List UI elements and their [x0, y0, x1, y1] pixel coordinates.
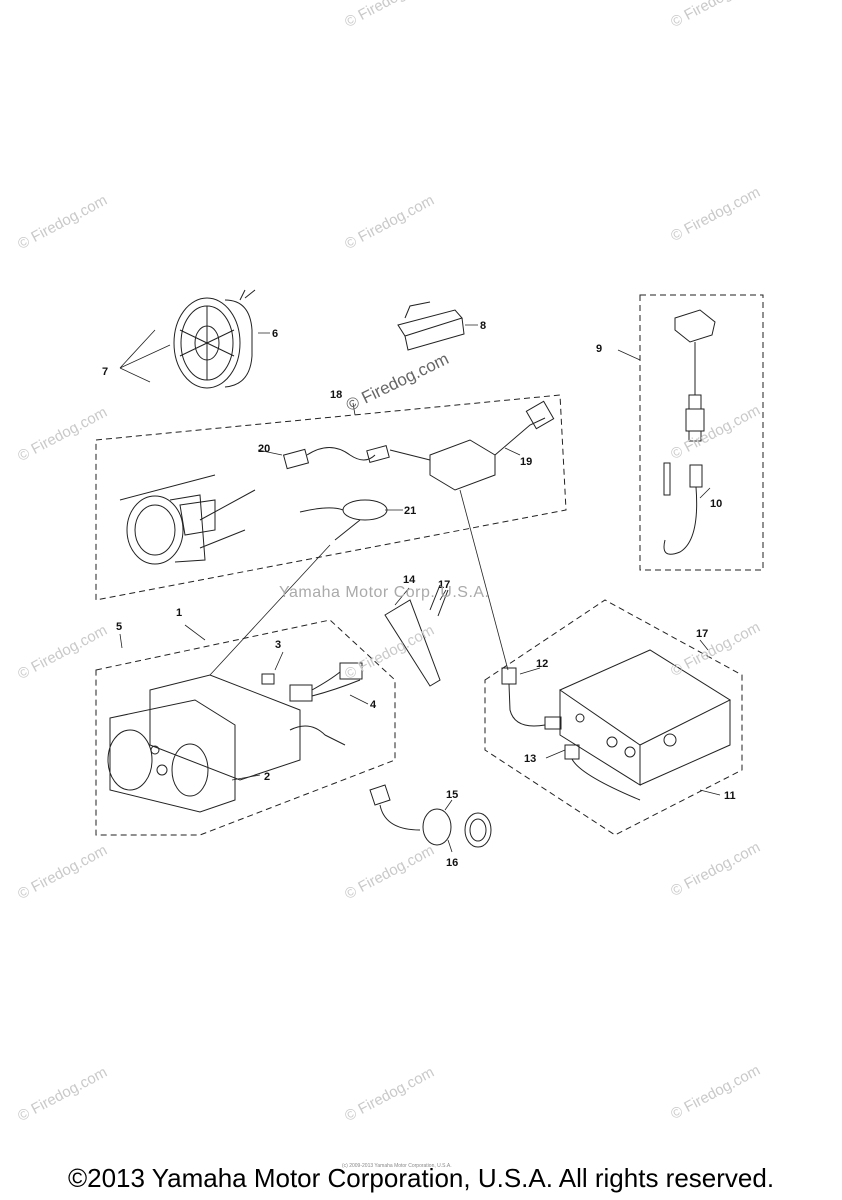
antenna-cable-part-10	[663, 462, 703, 555]
yamaha-watermark: Yamaha Motor Corp. U.S.A.	[279, 584, 490, 601]
harness-part-4	[261, 662, 363, 746]
callout-13: 13	[524, 753, 536, 765]
aux-socket-part-15	[369, 784, 492, 848]
speaker-part-6	[173, 289, 256, 389]
callout-16: 16	[446, 857, 458, 869]
callout-14: 14	[403, 574, 416, 586]
harness-part-21	[299, 499, 388, 541]
radio-unit-part-2	[107, 674, 301, 813]
callout-12: 12	[536, 658, 548, 670]
tiny-copyright: (c) 2009-2013 Yamaha Motor Corporation, …	[342, 1163, 452, 1169]
callout-5: 5	[116, 621, 122, 633]
callout-19: 19	[520, 456, 532, 468]
cable-part-12	[501, 667, 641, 801]
callout-7: 7	[102, 366, 108, 378]
junction-box-part-19	[429, 400, 555, 491]
callout-17-top: 17	[438, 579, 450, 591]
callout-8: 8	[480, 320, 486, 332]
antenna-part-9	[674, 309, 716, 442]
cable-part-20	[282, 445, 431, 470]
callout-11: 11	[724, 790, 736, 802]
callout-20: 20	[258, 443, 270, 455]
gauge-assembly	[119, 474, 256, 565]
group-9-boundary	[639, 294, 764, 571]
callout-15: 15	[446, 789, 458, 801]
group-18-boundary	[95, 394, 567, 601]
copyright-footer: ©2013 Yamaha Motor Corporation, U.S.A. A…	[67, 1163, 775, 1193]
callout-17-right: 17	[696, 628, 708, 640]
callout-10: 10	[710, 498, 722, 510]
group-1-boundary	[95, 619, 396, 836]
callout-3: 3	[275, 639, 281, 651]
callout-18: 18	[330, 389, 342, 401]
connector-part-8	[397, 301, 465, 351]
callout-9: 9	[596, 343, 602, 355]
callout-6: 6	[272, 328, 278, 340]
callout-4: 4	[370, 699, 377, 711]
callout-2: 2	[264, 771, 270, 783]
amplifier-part-11	[558, 649, 732, 786]
callout-1: 1	[176, 607, 182, 619]
bracket-part-14	[384, 584, 449, 687]
group-11-boundary	[484, 599, 743, 836]
callout-21: 21	[404, 505, 416, 517]
